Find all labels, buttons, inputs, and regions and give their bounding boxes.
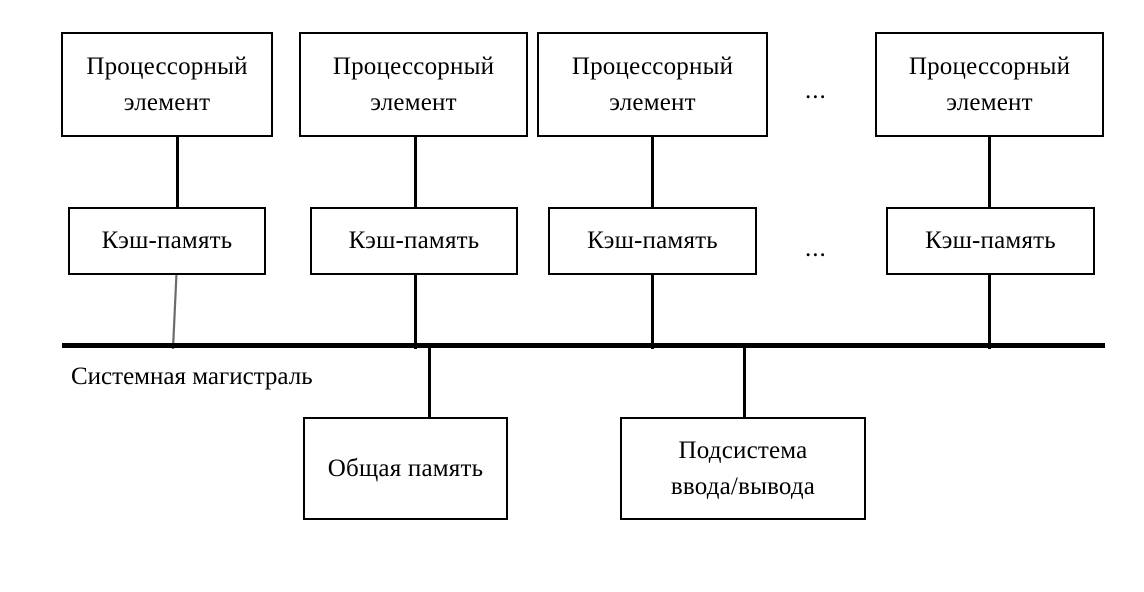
connector-pe1-to-cache1 (176, 137, 179, 208)
io-subsystem-line1: Подсистема (678, 437, 808, 464)
processor-element-2[interactable]: Процессорный элемент (299, 32, 528, 137)
cache-memory-2-label: Кэш-память (348, 227, 480, 255)
system-bus-label: Системная магистраль (71, 363, 313, 390)
connector-bus-to-shared-memory (428, 345, 431, 419)
shared-memory-node[interactable]: Общая память (303, 417, 508, 520)
ellipsis-processor-row: ... (805, 77, 827, 104)
connector-pe2-to-cache2 (414, 137, 417, 208)
io-subsystem-line2: ввода/вывода (670, 472, 816, 500)
processor-element-3[interactable]: Процессорный элемент (537, 32, 768, 137)
processor-element-4-line1: Процессорный (908, 53, 1071, 80)
connector-cache3-to-bus (651, 273, 654, 349)
processor-element-2-line2: элемент (370, 88, 457, 116)
io-subsystem-node[interactable]: Подсистема ввода/вывода (620, 417, 866, 520)
connector-pe4-to-cache4 (988, 137, 991, 208)
processor-element-3-line1: Процессорный (571, 53, 734, 80)
cache-memory-2[interactable]: Кэш-память (310, 207, 518, 275)
connector-cache4-to-bus (988, 273, 991, 349)
processor-element-1-line1: Процессорный (86, 53, 248, 80)
processor-element-1-line2: элемент (123, 88, 211, 116)
shared-memory-label: Общая память (327, 454, 484, 482)
cache-memory-4-label: Кэш-память (925, 227, 1056, 255)
processor-element-4[interactable]: Процессорный элемент (875, 32, 1104, 137)
cache-memory-4[interactable]: Кэш-память (886, 207, 1095, 275)
connector-cache2-to-bus (414, 273, 417, 349)
cache-memory-3-label: Кэш-память (587, 227, 718, 255)
processor-element-1[interactable]: Процессорный элемент (61, 32, 273, 137)
cache-memory-3[interactable]: Кэш-память (548, 207, 757, 275)
connector-bus-to-io-subsystem (743, 345, 746, 419)
cache-memory-1[interactable]: Кэш-память (68, 207, 266, 275)
ellipsis-cache-row: ... (805, 235, 827, 262)
connector-pe3-to-cache3 (651, 137, 654, 208)
connector-cache1-to-bus (171, 272, 178, 350)
processor-element-4-line2: элемент (946, 88, 1033, 116)
cache-memory-1-label: Кэш-память (101, 227, 233, 255)
system-bus-line (62, 343, 1105, 348)
processor-element-2-line1: Процессорный (332, 53, 495, 80)
processor-element-3-line2: элемент (609, 88, 696, 116)
